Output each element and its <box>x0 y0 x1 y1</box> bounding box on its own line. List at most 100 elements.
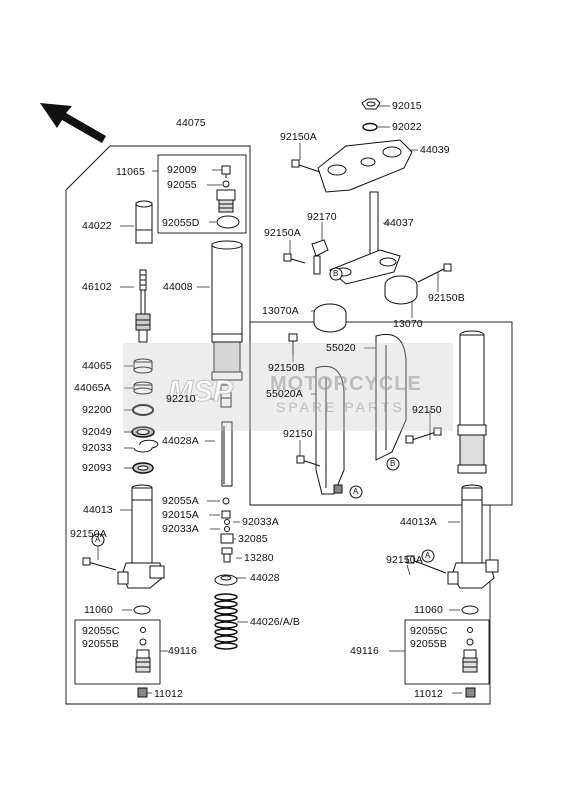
ref-circle-b-guard <box>386 457 400 471</box>
part-label: 92015A <box>162 509 199 521</box>
piece-13280 <box>221 547 233 563</box>
part-label: 44037 <box>384 217 414 229</box>
bolt-92150A-right <box>406 555 447 574</box>
part-label: 92150A <box>280 131 317 143</box>
bushing-44065A <box>133 381 153 395</box>
seat-44028 <box>214 574 238 586</box>
part-label: 55020 <box>326 342 356 354</box>
snap-ring-92033 <box>133 439 159 453</box>
upper-bracket-44039 <box>317 139 413 193</box>
part-label: 55020A <box>266 388 303 400</box>
part-label: 92015 <box>392 100 422 112</box>
bushing-44065 <box>133 358 153 374</box>
right-valve-kit-box <box>404 619 490 685</box>
o-ring-92055A <box>222 497 230 505</box>
part-label: 92150A <box>70 528 107 540</box>
watermark-subtext: SPARE PARTS <box>276 399 405 415</box>
o-ring-92055C-right <box>467 627 473 633</box>
bolt-11012-right <box>465 687 476 698</box>
part-label: 49116 <box>350 645 379 657</box>
outer-tube-44008 <box>211 240 243 381</box>
bolt-92150-right <box>405 427 442 444</box>
valve-49116-right <box>462 649 478 673</box>
ring-92033A-b <box>224 526 230 532</box>
bolt-11012-left <box>137 687 148 698</box>
part-label: 92055 <box>167 179 197 191</box>
part-label: 92150 <box>283 428 313 440</box>
part-label: 44028 <box>250 572 280 584</box>
o-ring-92055C-left <box>140 627 146 633</box>
nut-92015A <box>221 510 231 519</box>
part-label: 92055A <box>162 495 199 507</box>
part-label: 92150A <box>386 554 423 566</box>
ref-mark-a: A <box>353 487 359 496</box>
right-fork-frame <box>249 321 513 506</box>
part-label: 92093 <box>82 462 112 474</box>
watermark-text: MOTORCYCLE <box>270 373 422 395</box>
o-ring-92055 <box>222 180 230 188</box>
washer-11060-left <box>133 605 151 615</box>
part-label: 92033A <box>242 516 279 528</box>
ref-circle-a-right <box>421 549 435 563</box>
o-ring-92055B-left <box>139 638 147 646</box>
ref-circle-a-left <box>91 533 105 547</box>
part-label: 44013 <box>83 504 113 516</box>
valve-49116-left <box>135 649 151 673</box>
fork-guard-55020 <box>375 334 407 461</box>
part-label: 11012 <box>414 688 443 700</box>
cap-kit-box <box>157 154 247 234</box>
part-label: 11060 <box>414 604 443 616</box>
o-ring-92055D <box>216 215 240 229</box>
part-label: 92150B <box>268 362 305 374</box>
washer-92200 <box>132 404 154 416</box>
inner-tube-44013A <box>447 484 499 589</box>
part-label: 92055C <box>82 625 120 637</box>
oil-seal-92049 <box>131 426 155 438</box>
bolt-92150B-left <box>288 333 298 355</box>
part-label: 44065A <box>74 382 111 394</box>
cap-bolt-92009 <box>221 165 231 178</box>
collar-32085 <box>220 533 234 544</box>
part-label: 11012 <box>154 688 183 700</box>
part-label: 92009 <box>167 164 197 176</box>
part-label: 44028A <box>162 435 199 447</box>
bolt-92210 <box>220 384 232 408</box>
part-label: 32085 <box>238 533 268 545</box>
part-label: 44065 <box>82 360 112 372</box>
part-label: 44022 <box>82 220 112 232</box>
part-label: 44075 <box>176 117 206 129</box>
part-label: 11060 <box>84 604 113 616</box>
bolt-92150A-top <box>291 159 321 173</box>
bolt-92150A-mid <box>283 253 306 264</box>
right-fork-outer <box>457 330 487 474</box>
part-label: 92150A <box>264 227 301 239</box>
stem-44037 <box>329 191 401 285</box>
part-label: 92033 <box>82 442 112 454</box>
part-label: 44026/A/B <box>250 616 300 628</box>
part-label: 92022 <box>392 121 422 133</box>
part-label: 92055D <box>162 217 200 229</box>
fork-cap <box>216 189 236 213</box>
fork-guard-55020A <box>315 366 345 495</box>
bolt-92150A-left <box>82 557 117 571</box>
spring-44026 <box>214 593 238 650</box>
dust-seal-92093 <box>132 462 154 474</box>
arrow-up-left-icon <box>40 103 106 143</box>
washer-92022 <box>362 122 378 132</box>
part-label: 92055C <box>410 625 448 637</box>
part-label: 92150 <box>412 404 442 416</box>
part-label: 13070 <box>393 318 423 330</box>
part-label: 92033A <box>162 523 199 535</box>
part-label: 92210 <box>166 393 196 405</box>
leader-lines <box>97 105 462 694</box>
bolt-92150B-right <box>417 263 452 283</box>
part-label: 46102 <box>82 281 112 293</box>
part-label: 44039 <box>420 144 450 156</box>
ref-circle-a-guard <box>349 485 363 499</box>
bolt-92150-left <box>296 455 343 494</box>
left-valve-kit-box <box>74 619 161 685</box>
part-label: 49116 <box>168 645 197 657</box>
part-label: 92055B <box>82 638 119 650</box>
piston-rod-44028A <box>221 421 233 487</box>
